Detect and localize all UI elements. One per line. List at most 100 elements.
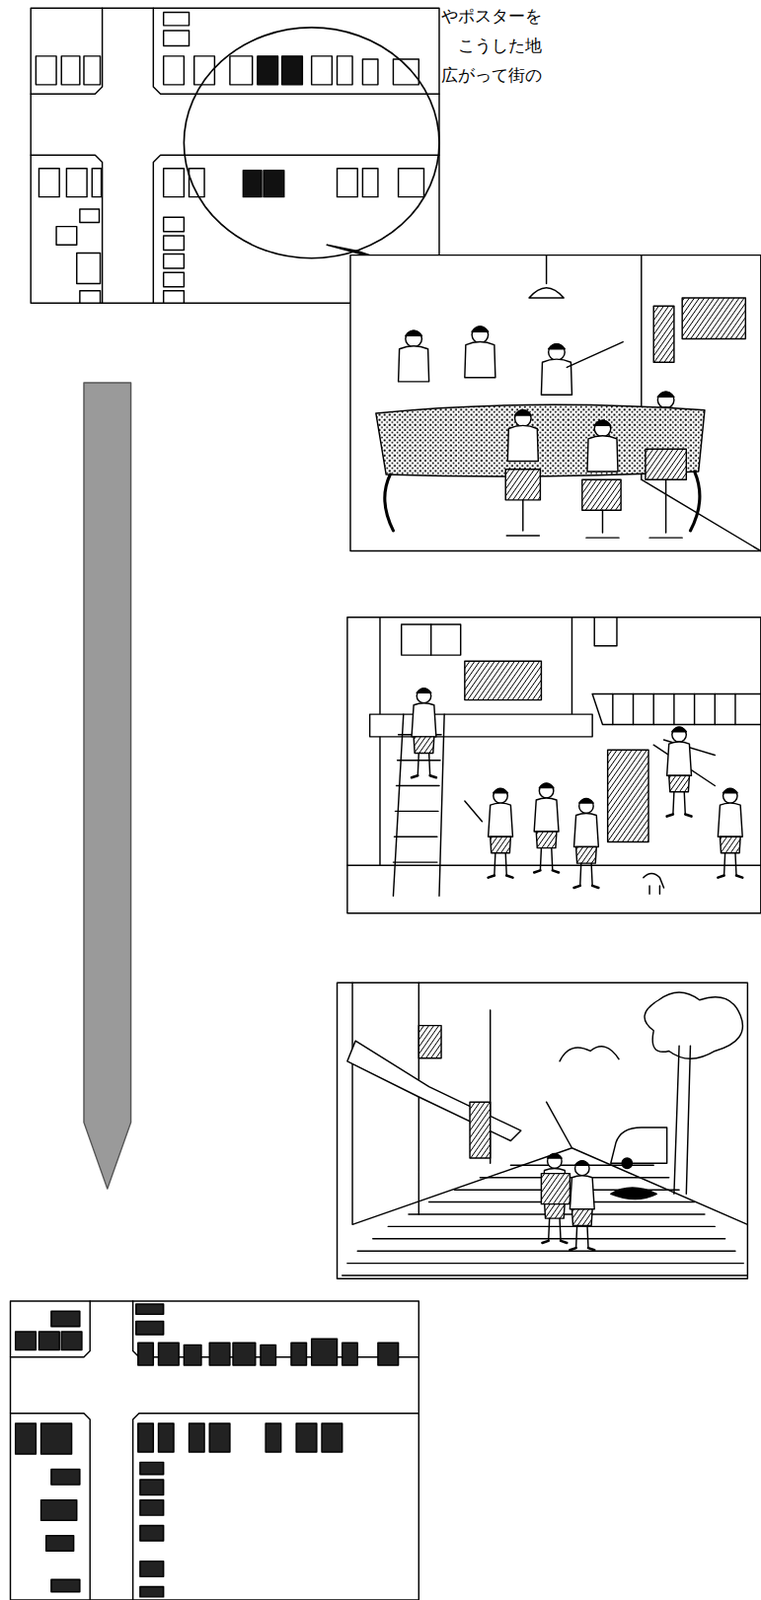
street-map-after-part (133, 1414, 420, 1600)
street-scene-part (569, 1161, 595, 1252)
street-map-after-part-part (296, 1424, 317, 1453)
street-map-before-part-part (163, 272, 185, 287)
street-map-after-part (10, 1301, 420, 1600)
poster-scene-part (347, 617, 761, 914)
street-map-before-part-part (362, 59, 379, 85)
street-map-before-part-part (163, 30, 190, 47)
poster-scene-part (464, 801, 483, 823)
street-map-after-part-part (183, 1345, 202, 1367)
street-map-before-part-part (91, 168, 101, 198)
street-map-before-part (152, 7, 440, 94)
street-map-before-part-part (362, 168, 379, 198)
street-scene-part (352, 983, 748, 1225)
street-map-after-part-part (232, 1343, 256, 1367)
poster-scene (347, 617, 761, 914)
street-map-before-part-part (163, 254, 185, 269)
street-map-before-part-part (398, 168, 425, 198)
meeting-scene-part (540, 344, 572, 396)
street-map-before-part-part (163, 168, 185, 198)
street-map-after-part-part (51, 1311, 80, 1328)
poster-scene-part (612, 693, 736, 725)
meeting-scene-part (545, 255, 547, 285)
poster-scene-part (411, 688, 437, 779)
meeting-scene-part (506, 479, 683, 538)
street-map-after-part-part (140, 1562, 164, 1579)
street-map-after-part (10, 1414, 91, 1600)
street-scene-part (540, 1174, 570, 1206)
street-map-after-part-part (189, 1424, 206, 1453)
street-scene-part (644, 992, 743, 1060)
street-scene-part (610, 1188, 658, 1200)
street-map-before-part-part (79, 291, 101, 304)
poster-scene-part (667, 727, 692, 818)
street-scene-part (559, 1047, 619, 1063)
street-map-before-part (242, 56, 303, 198)
street-map-before-part (30, 154, 102, 304)
street-map-before-part-part (35, 56, 57, 85)
poster-scene-part (401, 624, 461, 656)
meeting-scene-part (653, 305, 675, 363)
street-map-after-part (10, 1301, 91, 1359)
street-map-before-part-part (242, 170, 262, 198)
street-map-after-part-part (38, 1332, 60, 1352)
meeting-scene-part (582, 479, 621, 511)
street-map-after-part-part (260, 1345, 277, 1367)
street-map-after-part-part (321, 1424, 343, 1453)
street-map-before-part-part (229, 56, 253, 85)
meeting-scene-part (645, 449, 686, 480)
poster-scene-part (574, 798, 600, 889)
poster-scene-part (643, 873, 665, 895)
meeting-scene (350, 255, 761, 552)
street-map-after-part-part (140, 1480, 164, 1497)
street-map-before-part-part (56, 227, 77, 246)
street-map-before-part-part (163, 235, 185, 250)
street-map-after-part-part (136, 1322, 164, 1336)
street-map-after-part-part (378, 1343, 399, 1367)
meeting-scene-part (464, 326, 496, 379)
text-fragment: やポスターを (441, 5, 542, 26)
street-map-after-part-part (51, 1470, 80, 1487)
street-map-after-part (15, 1304, 399, 1599)
street-map-before-part-part (163, 56, 185, 85)
street-map-after-part-part (15, 1424, 37, 1455)
street-map-after-part-part (311, 1339, 338, 1367)
meeting-scene-part (398, 330, 430, 382)
meeting-scene-part (641, 479, 761, 551)
street-map-before-part-part (337, 56, 354, 85)
street-map-after-part-part (265, 1424, 282, 1453)
poster-scene-part (608, 750, 649, 842)
street-map-after-part-part (140, 1588, 164, 1599)
street-map-after-part-part (15, 1332, 37, 1352)
poster-scene-part (592, 693, 761, 725)
street-scene-part (674, 1046, 691, 1195)
street-scene (337, 983, 749, 1280)
street-map-before-part-part (76, 253, 101, 285)
poster-scene-part (464, 661, 542, 700)
street-map-before-part-part (263, 170, 285, 198)
street-map-before-part-part (337, 168, 359, 198)
street-map-after-part-part (136, 1304, 164, 1315)
street-map-before-part-part (163, 11, 190, 25)
poster-scene-part (594, 617, 617, 647)
street-map-after-part-part (140, 1501, 164, 1518)
street-map-after-part-part (140, 1462, 164, 1475)
meeting-scene-part (587, 420, 618, 472)
street-map-before-part-part (282, 56, 304, 85)
street-map-after-part-part (61, 1332, 82, 1352)
street-map-before-part-part (83, 56, 101, 85)
progress-arrow (83, 382, 132, 1190)
street-map-before-part (183, 27, 440, 259)
street-map-after-part-part (291, 1343, 307, 1367)
street-map-before-part-part (311, 56, 333, 85)
meeting-scene-part (350, 255, 761, 552)
street-map-after-part-part (140, 1525, 164, 1542)
progress-arrow-part (83, 382, 132, 1190)
street-map-before-part-part (163, 217, 185, 231)
street-map-after-part-part (41, 1424, 73, 1455)
street-map-after-part-part (209, 1424, 230, 1453)
street-scene-part (610, 1128, 668, 1164)
street-scene-part (337, 983, 749, 1280)
street-map-after-part-part (51, 1580, 80, 1593)
street-map-before-part-part (79, 209, 100, 223)
